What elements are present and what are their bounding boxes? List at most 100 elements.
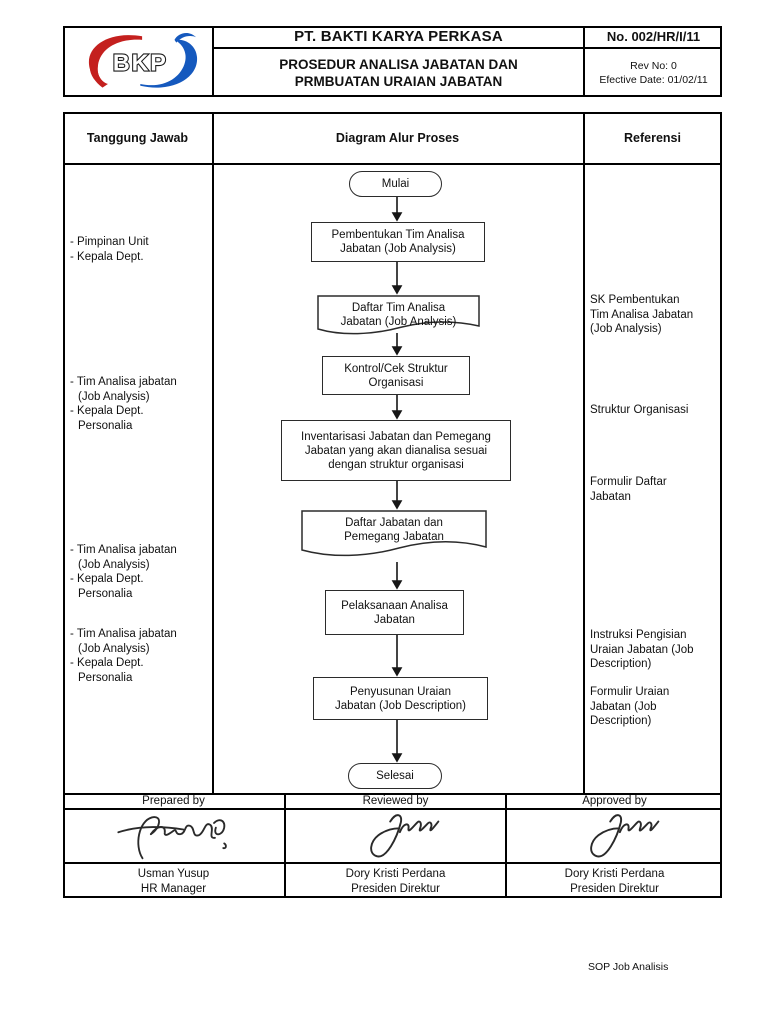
- responsibility-group-1: - Pimpinan Unit - Kepala Dept.: [70, 235, 210, 264]
- signature-prepared: [117, 816, 227, 860]
- document-title-line1: PROSEDUR ANALISA JABATAN DAN: [279, 57, 518, 72]
- flow-document-daftar-tim: Daftar Tim Analisa Jabatan (Job Analysis…: [317, 295, 480, 339]
- flow-node-label: Daftar Tim Analisa: [351, 302, 446, 314]
- reference-item-4: Instruksi Pengisian Uraian Jabatan (Job …: [590, 628, 716, 672]
- responsibility-line: - Tim Analisa jabatan: [70, 544, 177, 556]
- responsibility-line: Personalia: [78, 587, 133, 600]
- flow-node-label: Pembentukan Tim Analisa: [331, 229, 465, 241]
- company-name: PT. BAKTI KARYA PERKASA: [294, 28, 503, 45]
- column-header-diagram: Diagram Alur Proses: [335, 130, 460, 145]
- column-divider-right: [583, 112, 585, 793]
- reviewed-by-label: Reviewed by: [362, 794, 429, 807]
- signature-approved: [590, 814, 660, 858]
- reference-line: Description): [590, 715, 652, 727]
- reference-line: Tim Analisa Jabatan: [590, 308, 694, 321]
- approved-by-label: Approved by: [582, 794, 647, 807]
- column-header-responsibility: Tanggung Jawab: [86, 130, 189, 145]
- reference-line: (Job Analysis): [590, 323, 662, 335]
- reference-item-5: Formulir Uraian Jabatan (Job Description…: [590, 685, 716, 729]
- reference-item-1: SK Pembentukan Tim Analisa Jabatan (Job …: [590, 293, 716, 337]
- flow-process-inventarisasi: Inventarisasi Jabatan dan Pemegang Jabat…: [281, 420, 511, 481]
- bkp-logo-graphic: BKP: [88, 32, 198, 88]
- flow-process-pelaksanaan: Pelaksanaan Analisa Jabatan: [325, 590, 464, 635]
- document-title-line2: PRMBUATAN URAIAN JABATAN: [294, 74, 503, 89]
- signoff-column-divider-1: [284, 793, 286, 898]
- responsibility-line: (Job Analysis): [78, 558, 150, 571]
- effective-date: Efective Date: 01/02/11: [599, 74, 708, 86]
- reference-item-2: Struktur Organisasi: [590, 403, 716, 418]
- header-divider-docinfo: [583, 26, 585, 97]
- flow-node-label: Organisasi: [368, 376, 424, 389]
- responsibility-line: Personalia: [78, 419, 133, 432]
- signoff-top-divider: [63, 793, 722, 795]
- signer-name: Dory Kristi Perdana: [345, 868, 446, 880]
- signoff-column-divider-2: [505, 793, 507, 898]
- flow-document-daftar-jabatan: Daftar Jabatan dan Pemegang Jabatan: [301, 510, 487, 562]
- prepared-by-name-block: Usman Yusup HR Manager: [63, 864, 284, 896]
- approved-by-name-block: Dory Kristi Perdana Presiden Direktur: [507, 864, 722, 896]
- flow-terminator-start: Mulai: [349, 171, 442, 197]
- signer-name: Usman Yusup: [137, 868, 210, 880]
- signoff-name-divider: [63, 862, 722, 864]
- reference-line: SK Pembentukan: [590, 294, 680, 306]
- reference-item-3: Formulir Daftar Jabatan: [590, 475, 716, 504]
- document-shape: [301, 510, 487, 557]
- responsibility-line: - Kepala Dept.: [70, 250, 144, 263]
- signer-title: Presiden Direktur: [570, 882, 659, 895]
- logo-text: BKP: [113, 50, 168, 76]
- column-divider-left: [212, 112, 214, 793]
- responsibility-line: - Kepala Dept.: [70, 405, 144, 417]
- header-row-divider: [212, 47, 722, 49]
- flow-node-label: Pelaksanaan Analisa: [341, 599, 448, 612]
- signer-title: HR Manager: [140, 882, 207, 895]
- prepared-by-label: Prepared by: [142, 794, 205, 807]
- flow-terminator-end: Selesai: [348, 763, 442, 789]
- flow-node-text: Daftar Tim Analisa Jabatan (Job Analysis…: [317, 295, 480, 329]
- document-title: PROSEDUR ANALISA JABATAN DAN PRMBUATAN U…: [214, 49, 583, 97]
- reviewed-by-name-block: Dory Kristi Perdana Presiden Direktur: [286, 864, 505, 896]
- reference-line: Description): [590, 658, 652, 670]
- table-header-divider: [63, 163, 722, 165]
- reference-line: Jabatan (Job: [590, 700, 657, 713]
- revision-info: Rev No: 0 Efective Date: 01/02/11: [585, 49, 722, 97]
- responsibility-line: - Kepala Dept.: [70, 657, 144, 669]
- reference-line: Formulir Daftar: [590, 476, 667, 488]
- signer-name: Dory Kristi Perdana: [564, 868, 665, 880]
- flow-node-label: Kontrol/Cek Struktur: [344, 362, 448, 375]
- responsibility-group-4: - Tim Analisa jabatan (Job Analysis) - K…: [70, 627, 210, 685]
- reference-line: Jabatan: [590, 490, 631, 503]
- flow-node-label: Daftar Jabatan dan: [345, 517, 443, 529]
- responsibility-line: - Tim Analisa jabatan: [70, 628, 177, 640]
- responsibility-line: - Kepala Dept.: [70, 573, 144, 585]
- flow-node-label: Selesai: [376, 770, 414, 782]
- responsibility-line: (Job Analysis): [78, 390, 150, 403]
- responsibility-group-3: - Tim Analisa jabatan (Job Analysis) - K…: [70, 543, 210, 601]
- column-header-reference: Referensi: [624, 130, 681, 145]
- flow-node-label: Jabatan (Job Description): [334, 699, 467, 712]
- flow-node-label: dengan struktur organisasi: [328, 458, 464, 471]
- company-logo: BKP: [80, 30, 206, 98]
- reference-line: Uraian Jabatan (Job: [590, 643, 694, 656]
- flow-node-text: Daftar Jabatan dan Pemegang Jabatan: [301, 510, 487, 544]
- footer-note: SOP Job Analisis: [588, 961, 669, 973]
- flow-node-label: Jabatan: [374, 613, 415, 626]
- flow-node-label: Penyusunan Uraian: [349, 685, 451, 698]
- responsibility-line: Personalia: [78, 671, 133, 684]
- responsibility-line: (Job Analysis): [78, 642, 150, 655]
- signoff-label-divider: [63, 808, 722, 810]
- document-number: No. 002/HR/I/11: [606, 29, 701, 44]
- rev-no: Rev No: 0: [630, 60, 677, 72]
- flow-process-kontrol-struktur: Kontrol/Cek Struktur Organisasi: [322, 356, 470, 395]
- signature-reviewed: [370, 814, 440, 858]
- flow-process-penyusunan: Penyusunan Uraian Jabatan (Job Descripti…: [313, 677, 488, 720]
- flow-node-label: Pemegang Jabatan: [344, 531, 444, 543]
- document-shape: [317, 295, 480, 335]
- responsibility-group-2: - Tim Analisa jabatan (Job Analysis) - K…: [70, 375, 210, 433]
- flow-node-label: Inventarisasi Jabatan dan Pemegang: [301, 430, 491, 443]
- responsibility-line: - Pimpinan Unit: [70, 236, 149, 248]
- reference-line: Formulir Uraian: [590, 686, 670, 698]
- responsibility-line: - Tim Analisa jabatan: [70, 376, 177, 388]
- flow-process-pembentukan-tim: Pembentukan Tim Analisa Jabatan (Job Ana…: [311, 222, 485, 262]
- flow-node-label: Jabatan (Job Analysis): [340, 316, 457, 328]
